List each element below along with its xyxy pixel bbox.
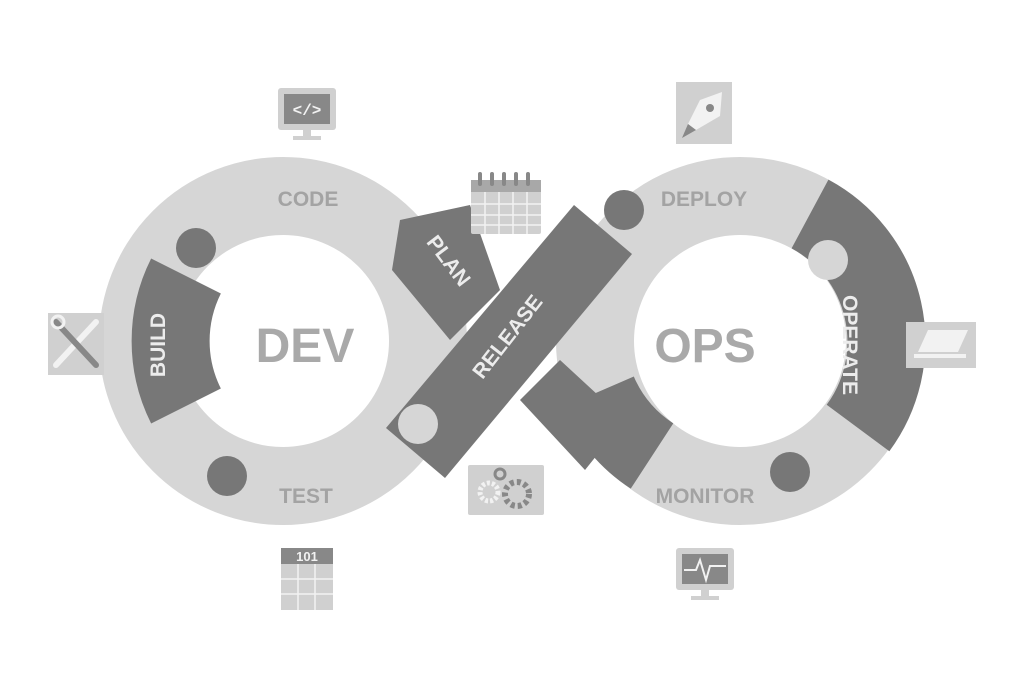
pulse-monitor-icon: [676, 548, 734, 600]
gears-icon: [468, 465, 544, 515]
binary-grid-icon: 101: [281, 548, 333, 610]
stage-code-label: CODE: [278, 188, 339, 211]
release-knob-bottom: [398, 404, 438, 444]
release-knob-top: [604, 190, 644, 230]
stage-test-label: TEST: [279, 485, 333, 508]
release-band: [386, 205, 632, 478]
svg-text:</>: </>: [293, 102, 322, 120]
operate-knob-top: [808, 240, 848, 280]
build-knob-top: [176, 228, 216, 268]
ops-label: OPS: [654, 320, 755, 373]
stage-operate-label: OPERATE: [838, 295, 861, 395]
operate-knob-bottom: [770, 452, 810, 492]
stage-monitor-label: MONITOR: [656, 485, 755, 508]
crossing-bands: [386, 190, 644, 478]
plan-band: [392, 205, 500, 340]
svg-text:101: 101: [296, 549, 318, 564]
dev-ring: [99, 157, 467, 525]
rocket-icon: [676, 82, 732, 144]
tools-icon: [48, 313, 104, 375]
code-monitor-icon: </>: [278, 88, 336, 140]
dev-label: DEV: [256, 320, 355, 373]
build-knob-bottom: [207, 456, 247, 496]
lower-right-band: [520, 360, 625, 470]
stage-build-label: BUILD: [147, 313, 170, 377]
laptop-icon: [906, 322, 976, 368]
calendar-icon: [471, 172, 541, 234]
stage-deploy-label: DEPLOY: [661, 188, 747, 211]
